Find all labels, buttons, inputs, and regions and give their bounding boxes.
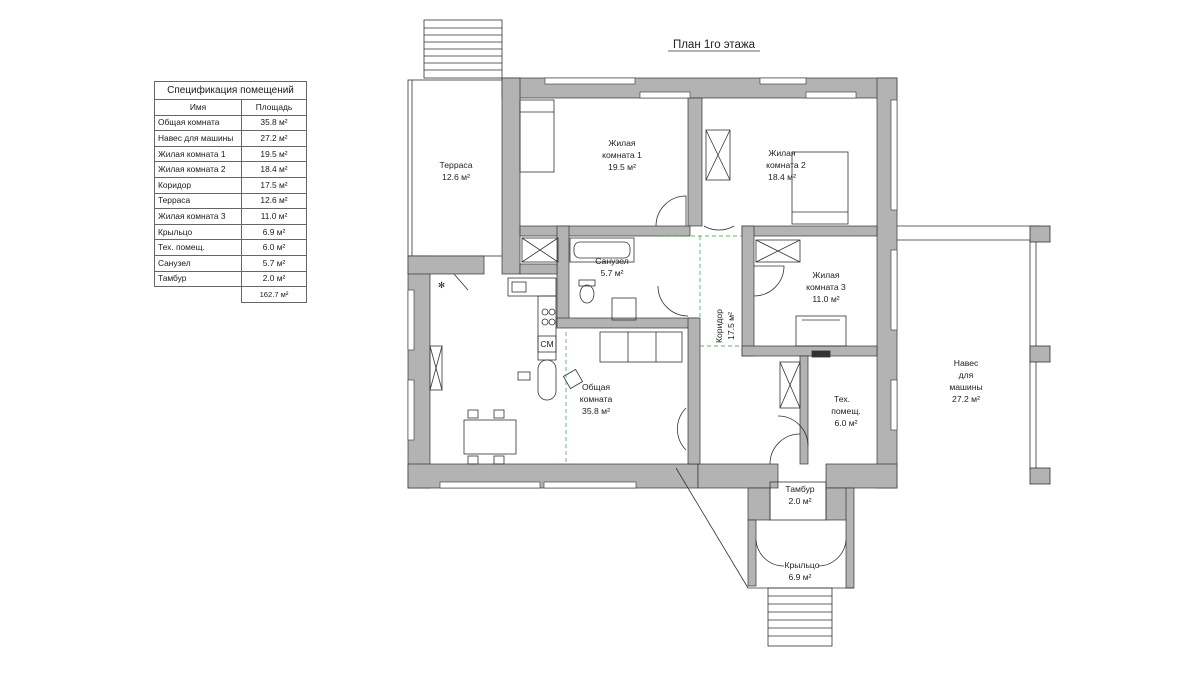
porch-stairs xyxy=(767,587,833,647)
living-sofa xyxy=(599,331,683,363)
svg-text:комната 1: комната 1 xyxy=(602,150,642,160)
tech-room-label: Тех. помещ. 6.0 м² xyxy=(831,394,861,428)
svg-text:17.5 м²: 17.5 м² xyxy=(726,312,736,340)
toilet xyxy=(578,279,596,304)
bed-1 xyxy=(519,99,555,173)
terrace-stairs xyxy=(423,19,503,79)
bed-2 xyxy=(791,151,849,225)
bathtub xyxy=(569,237,635,263)
svg-text:Коридор: Коридор xyxy=(714,309,724,343)
wardrobe-2 xyxy=(705,129,731,181)
svg-text:Общая: Общая xyxy=(582,382,610,392)
svg-text:комната 2: комната 2 xyxy=(766,160,806,170)
svg-text:комната: комната xyxy=(580,394,613,404)
plan-title: План 1го этажа xyxy=(673,39,756,51)
spec-total: 162.7 м² xyxy=(241,286,307,303)
zone-dashes xyxy=(565,235,742,462)
svg-text:35.8 м²: 35.8 м² xyxy=(582,406,610,416)
washing-machine: СМ xyxy=(537,335,557,353)
doors xyxy=(453,195,847,567)
svg-text:Крыльцо: Крыльцо xyxy=(784,560,819,570)
svg-text:Жилая: Жилая xyxy=(768,148,796,158)
corridor-label: Коридор 17.5 м² xyxy=(714,309,736,343)
svg-text:комната 3: комната 3 xyxy=(806,282,846,292)
svg-text:Жилая: Жилая xyxy=(812,270,840,280)
svg-text:Навес: Навес xyxy=(954,358,979,368)
bedroom-2-label: Жилая комната 2 18.4 м² xyxy=(766,148,806,182)
svg-text:Жилая: Жилая xyxy=(608,138,636,148)
washer-label: СМ xyxy=(540,339,553,349)
armchair xyxy=(562,368,584,390)
svg-text:Тамбур: Тамбур xyxy=(785,484,814,494)
svg-text:27.2 м²: 27.2 м² xyxy=(952,394,980,404)
carport xyxy=(897,225,1051,485)
wall-radiator xyxy=(429,345,443,391)
svg-text:Санузел: Санузел xyxy=(595,256,628,266)
spec-total-row: 162.7 м² xyxy=(155,286,307,303)
svg-text:6.9 м²: 6.9 м² xyxy=(788,572,811,582)
spec-row-area: 18.4 м² xyxy=(241,161,307,178)
svg-text:Тех.: Тех. xyxy=(834,394,850,404)
stove-snowflake-icon: ✻ xyxy=(438,280,445,290)
svg-text:машины: машины xyxy=(949,382,982,392)
svg-text:12.6 м²: 12.6 м² xyxy=(442,172,470,182)
tech-closet xyxy=(779,361,801,409)
dining-table xyxy=(463,409,517,465)
svg-text:для: для xyxy=(959,370,974,380)
svg-text:19.5 м²: 19.5 м² xyxy=(608,162,636,172)
heater xyxy=(811,350,831,358)
svg-text:2.0 м²: 2.0 м² xyxy=(788,496,811,506)
wardrobe-3 xyxy=(755,239,801,263)
bedroom-1-label: Жилая комната 1 19.5 м² xyxy=(602,138,642,172)
bathroom-label: Санузел 5.7 м² xyxy=(595,256,628,278)
shower-tray xyxy=(611,297,637,321)
spec-caption: Спецификация помещений xyxy=(154,81,307,100)
spec-row-area: 6.9 м² xyxy=(241,223,307,241)
svg-text:11.0 м²: 11.0 м² xyxy=(812,294,839,304)
svg-text:Терраса: Терраса xyxy=(440,160,473,170)
wardrobe-1 xyxy=(521,237,559,263)
svg-text:✻: ✻ xyxy=(438,280,445,290)
carport-label: Навес для машины 27.2 м² xyxy=(949,358,982,404)
bedroom-3-label: Жилая комната 3 11.0 м² xyxy=(806,270,846,304)
vestibule-label: Тамбур 2.0 м² xyxy=(785,484,814,506)
svg-text:18.4 м²: 18.4 м² xyxy=(768,172,796,182)
living-room-label: Общая комната 35.8 м² xyxy=(580,382,613,416)
windows xyxy=(407,77,898,489)
svg-text:помещ.: помещ. xyxy=(831,406,861,416)
bar-counter xyxy=(537,359,557,401)
terrace-label: Терраса 12.6 м² xyxy=(440,160,473,182)
room-specification-table: Спецификация помещений Имя Площадь Общая… xyxy=(154,81,307,303)
svg-text:5.7 м²: 5.7 м² xyxy=(600,268,623,278)
walls xyxy=(407,77,898,589)
sofa-bedroom-3 xyxy=(795,315,847,347)
vestibule-outline xyxy=(769,481,827,521)
porch-label: Крыльцо 6.9 м² xyxy=(784,560,819,582)
svg-text:6.0 м²: 6.0 м² xyxy=(834,418,857,428)
lamp xyxy=(517,371,531,381)
